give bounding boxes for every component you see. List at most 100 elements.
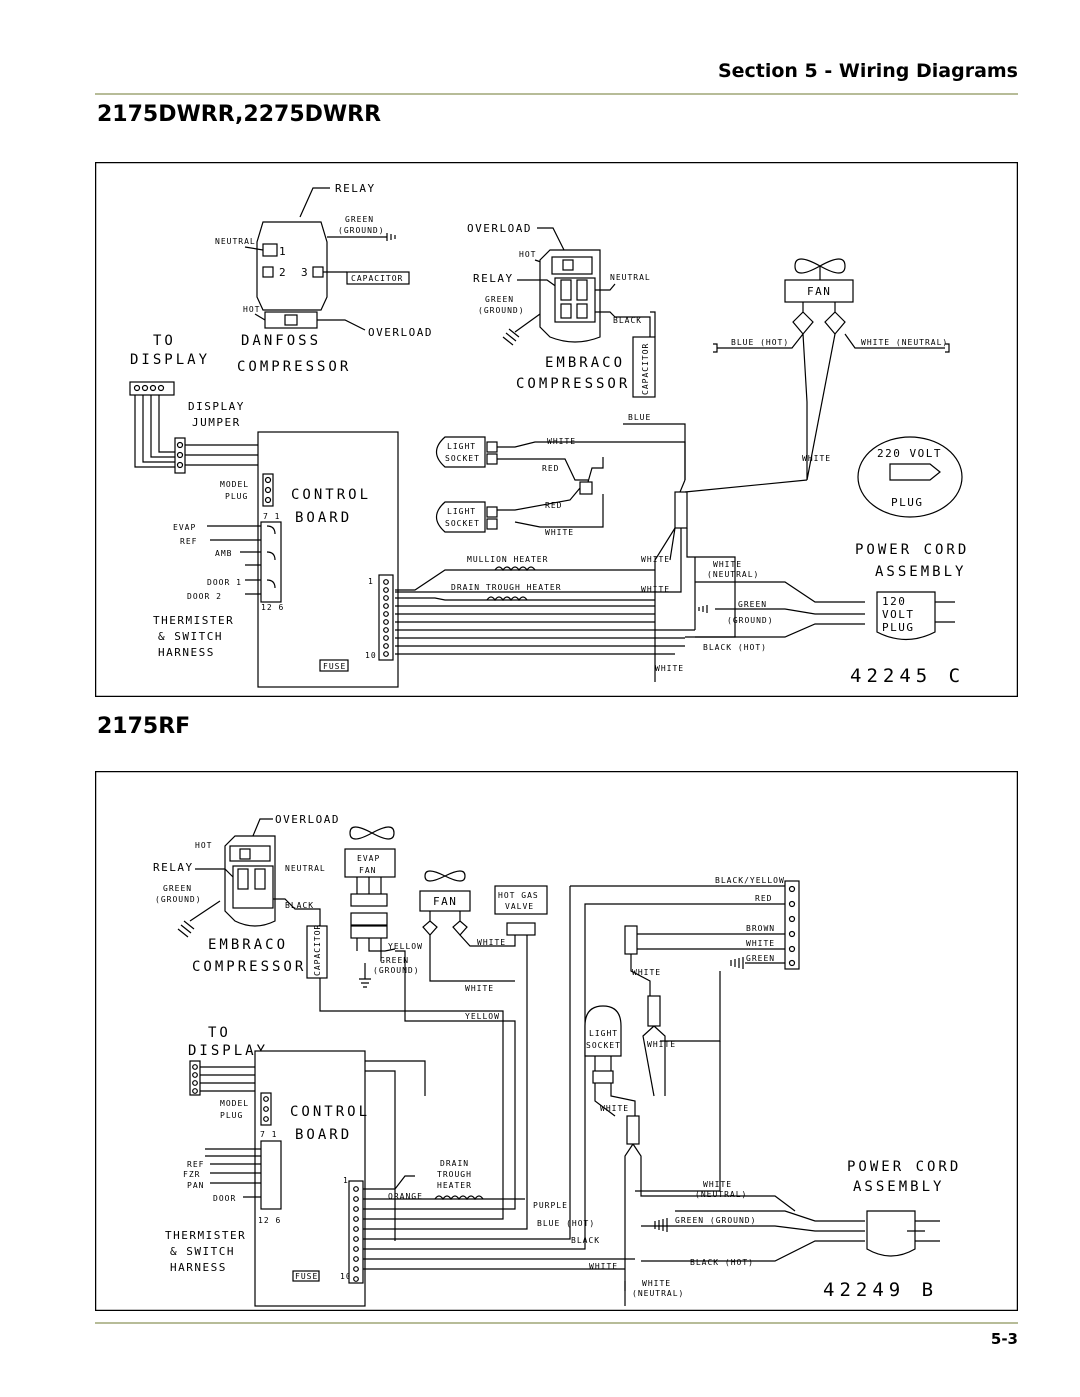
black-label-2: BLACK — [285, 901, 314, 910]
brown-label-2: BROWN — [746, 924, 775, 933]
hot-label: HOT — [243, 305, 260, 314]
white-f-label: WHITE — [655, 664, 684, 673]
green-ground3-label-2: GREEN (GROUND) — [675, 1216, 756, 1225]
purple-label-2: PURPLE — [533, 1201, 568, 1210]
capacitor-vertical-label-2: CAPACITOR — [313, 924, 322, 976]
embraco-label-2: EMBRACO — [208, 937, 288, 953]
green2-label: GREEN — [485, 295, 514, 304]
capacitor-vertical-label: CAPACITOR — [641, 343, 650, 395]
drain-trough-heater-label: DRAIN TROUGH HEATER — [451, 583, 562, 592]
ground3-label: (GROUND) — [727, 616, 774, 625]
red-label-2: RED — [755, 894, 772, 903]
overload2-label: OVERLOAD — [467, 222, 532, 235]
120-plug-label: PLUG — [882, 621, 915, 634]
120-volt-label: VOLT — [882, 608, 915, 621]
white-neutral2-b-label: (NEUTRAL) — [707, 570, 759, 579]
white-e-label-2: WHITE — [647, 1040, 676, 1049]
danfoss-label: DANFOSS — [241, 333, 321, 349]
relay-label-2: RELAY — [153, 861, 194, 874]
danfoss-compressor-label: COMPRESSOR — [237, 359, 351, 375]
socket-label-2: SOCKET — [445, 519, 480, 528]
model-label: MODEL — [220, 480, 249, 489]
ref-label-2: REF — [187, 1160, 204, 1169]
pan-label-2: PAN — [187, 1181, 204, 1190]
red-a-label: RED — [542, 464, 559, 473]
drawing-number-2: 42249 B — [823, 1279, 938, 1301]
pin-one-label-2: 1 — [343, 1176, 349, 1185]
green-label-3: GREEN — [746, 954, 775, 963]
white-neutral-label: WHITE (NEUTRAL) — [861, 338, 948, 347]
220-plug-label: PLUG — [891, 496, 924, 509]
thermister-label-2: THERMISTER — [165, 1229, 246, 1242]
pin-ten-label: 10 — [365, 651, 377, 660]
page-number: 5-3 — [990, 1330, 1018, 1348]
black-b-label-2: BLACK — [571, 1236, 600, 1245]
assembly-label: ASSEMBLY — [875, 564, 966, 580]
fuse-label: FUSE — [323, 662, 346, 671]
power-cord-label: POWER CORD — [855, 542, 969, 558]
drawing-number-1: 42245 C — [850, 665, 965, 687]
embraco-label: EMBRACO — [545, 355, 625, 371]
white-neutral2-a-label: WHITE — [713, 560, 742, 569]
red-b-label: RED — [545, 501, 562, 510]
ground-label-2: (GROUND) — [155, 895, 202, 904]
120-label: 120 — [882, 595, 906, 608]
yellow-label-2: YELLOW — [388, 942, 423, 951]
drain-label-2: DRAIN — [440, 1159, 469, 1168]
board-bottom-pins: 12 6 — [261, 603, 284, 612]
hot2-label: HOT — [519, 250, 536, 259]
white-b-label: WHITE — [545, 528, 574, 537]
neutral-label: NEUTRAL — [215, 237, 256, 246]
white-neutral2-b-label-2: (NEUTRAL) — [632, 1289, 684, 1298]
fzr-label-2: FZR — [183, 1170, 200, 1179]
green2-label-2: GREEN — [380, 956, 409, 965]
relay-label: RELAY — [335, 182, 376, 195]
blue-hot-label: BLUE (HOT) — [731, 338, 789, 347]
white-e-label: WHITE — [802, 454, 831, 463]
amb-label: AMB — [215, 549, 232, 558]
display-label: DISPLAY — [130, 352, 210, 368]
board-top-pins: 7 1 — [263, 512, 280, 521]
pin-3: 3 — [301, 266, 309, 279]
board-top-pins-2: 7 1 — [260, 1130, 277, 1139]
black-hot-label-2: BLACK (HOT) — [690, 1258, 754, 1267]
header-rule — [95, 93, 1018, 95]
white-neutral2-a-label-2: WHITE — [642, 1279, 671, 1288]
diagram2-title: 2175RF — [97, 714, 191, 739]
neutral2-label: NEUTRAL — [610, 273, 651, 282]
white-d-label-2: WHITE — [632, 968, 661, 977]
white-a-label-2: WHITE — [477, 938, 506, 947]
white-f-label-2: WHITE — [600, 1104, 629, 1113]
thermister-label: THERMISTER — [153, 614, 234, 627]
pin-2: 2 — [279, 266, 287, 279]
evap-fan-label-2: FAN — [359, 866, 376, 875]
board-bottom-pins-2: 12 6 — [258, 1216, 281, 1225]
ground2-label-2: (GROUND) — [373, 966, 420, 975]
hot-gas-label-2: HOT GAS — [498, 891, 539, 900]
yellow-b-label-2: YELLOW — [465, 1012, 500, 1021]
board-label-2: BOARD — [295, 1127, 352, 1143]
orange-label-2: ORANGE — [388, 1192, 423, 1201]
display-label-2: DISPLAY — [188, 1043, 268, 1059]
evap-label-2: EVAP — [357, 854, 380, 863]
to-display-label: TO — [153, 333, 176, 349]
hot-label-2: HOT — [195, 841, 212, 850]
green-label: GREEN — [345, 215, 374, 224]
black-label: BLACK — [613, 316, 642, 325]
white-a-label: WHITE — [547, 437, 576, 446]
ground2-label: (GROUND) — [478, 306, 525, 315]
model-label-2: MODEL — [220, 1099, 249, 1108]
ground-label: (GROUND) — [338, 226, 385, 235]
jumper-label: JUMPER — [192, 416, 241, 429]
white-neutral-a-label-2: WHITE — [703, 1180, 732, 1189]
door2-label: DOOR 2 — [187, 592, 222, 601]
fan-label: FAN — [807, 285, 831, 298]
capacitor-label: CAPACITOR — [351, 274, 403, 283]
plug-label: PLUG — [225, 492, 248, 501]
black-hot-label: BLACK (HOT) — [703, 643, 767, 652]
overload-label: OVERLOAD — [368, 326, 433, 339]
trough-label-2: TROUGH — [437, 1170, 472, 1179]
door1-label: DOOR 1 — [207, 578, 242, 587]
neutral-label-2: NEUTRAL — [285, 864, 326, 873]
board-label: BOARD — [295, 510, 352, 526]
